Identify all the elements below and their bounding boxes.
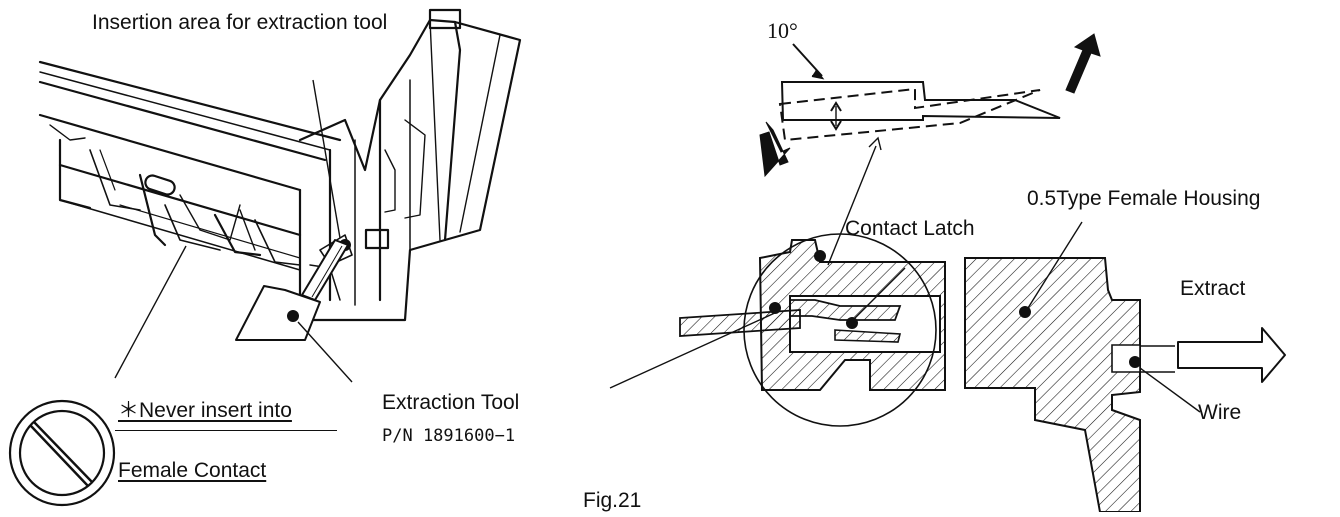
- housing-label: 0.5Type Female Housing: [1027, 187, 1261, 210]
- housing-leader: [1027, 221, 1083, 309]
- extraction-tool: [235, 239, 349, 341]
- insertion-leader: [312, 79, 341, 239]
- latch-deflection-detail: [778, 43, 1061, 142]
- tool-leader: [297, 321, 353, 383]
- detail-circle: [743, 233, 937, 427]
- extraction-tool-label: Extraction Tool: [382, 391, 520, 414]
- figure-label: Fig.21: [583, 489, 642, 512]
- housing-cross-section: [679, 239, 1175, 513]
- female-contact-leader: [114, 245, 187, 379]
- extract-arrow-icon: [1177, 327, 1286, 383]
- deflection-arrows: [759, 33, 1101, 178]
- contact-latch-leader: [854, 267, 906, 319]
- female-contact-label: Female Contact: [118, 459, 267, 482]
- angle-label: 10°: [767, 18, 798, 43]
- contact-dot: [846, 317, 858, 329]
- never-insert-rule: [115, 430, 337, 431]
- tool-section-leader: [609, 311, 778, 389]
- wire-leader: [1139, 367, 1201, 413]
- latch-dot: [814, 250, 826, 262]
- wire-label: Wire: [1198, 401, 1242, 424]
- contact-latch-label: Contact Latch: [845, 217, 975, 240]
- part-number-label: P/N 1891600−1: [382, 426, 516, 446]
- prohibition-icon: [8, 399, 116, 507]
- extract-label: Extract: [1180, 277, 1246, 300]
- tool-marker: [287, 310, 299, 322]
- housing-perspective-view: [38, 8, 522, 322]
- housing-dot: [1019, 306, 1031, 318]
- never-insert-label: ＊Never insert into: [118, 399, 292, 422]
- tool-dot: [769, 302, 781, 314]
- insertion-area-label: Insertion area for extraction tool: [92, 11, 388, 34]
- wire-dot: [1129, 356, 1141, 368]
- detail-leader: [827, 145, 877, 266]
